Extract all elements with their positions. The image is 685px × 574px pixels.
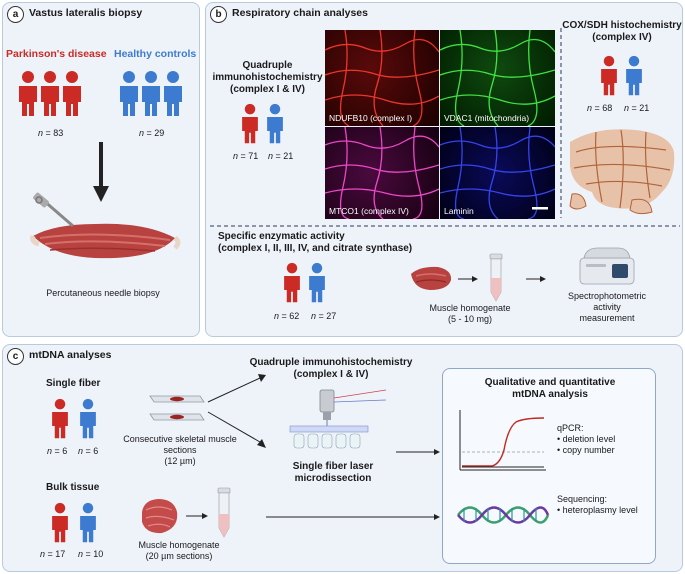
mic-label-mtco1: MTCO1 (complex IV)	[329, 206, 409, 216]
spec-1: Spectrophotometric	[567, 291, 647, 301]
seq-item-0: • heteroplasmy level	[557, 505, 638, 515]
arrows-slides-split	[207, 374, 266, 448]
quad-title-3: (complex I & IV)	[229, 84, 305, 95]
homog-b-1: Muscle homogenate	[429, 303, 511, 313]
quad-pd-person-icon	[242, 103, 258, 144]
enz-title-2: (complex I, II, III, IV, and citrate syn…	[218, 243, 413, 254]
quad-title-1: Quadruple	[242, 60, 293, 71]
mic-label-laminin: Laminin	[444, 206, 474, 216]
arrow-homog-to-tube-b	[458, 276, 478, 282]
homog-c-1: Muscle homogenate	[138, 540, 220, 550]
laser-1: Single fiber laser	[292, 461, 374, 472]
laser-microdissection-icon	[289, 389, 387, 449]
qual-2: mtDNA analysis	[512, 389, 588, 400]
cox-n2: n = 21	[624, 103, 650, 113]
cox-pd-person-icon	[601, 55, 617, 96]
micrograph-laminin: Laminin	[440, 127, 555, 219]
test-tube-c-icon	[217, 487, 231, 538]
panel-b-title: Respiratory chain analyses	[232, 7, 368, 19]
spec-2: activity	[593, 302, 621, 312]
pd-label: Parkinson's disease	[6, 48, 107, 60]
hc-people-icon	[120, 71, 182, 116]
horizontal-dashed-divider	[210, 225, 680, 227]
cox-n1: n = 68	[587, 103, 613, 113]
sf-n2: n = 6	[78, 446, 99, 456]
arrow-chunk-to-tube	[186, 513, 208, 519]
micrograph-mtco1: MTCO1 (complex IV)	[325, 127, 439, 219]
sf-pd-person-icon	[52, 398, 68, 439]
muscle-chunk-icon	[142, 499, 178, 534]
cox-title-1: COX/SDH histochemistry	[562, 20, 682, 31]
single-fiber-label: Single fiber	[46, 378, 101, 389]
qpcr-curve-icon	[459, 410, 546, 471]
spectrophotometer-icon	[579, 247, 635, 285]
panel-b-tag: b	[210, 6, 227, 23]
sections-1: Consecutive skeletal muscle	[123, 434, 237, 444]
sections-2: sections	[163, 445, 197, 455]
qpcr-item-0: • deletion level	[557, 434, 616, 444]
slides-icon	[149, 395, 205, 421]
cox-title-2: (complex IV)	[592, 32, 652, 43]
quad-title-2: immunohistochemistry	[212, 72, 323, 83]
bulk-tissue-label: Bulk tissue	[46, 482, 100, 493]
quad-n1: n = 71	[233, 151, 259, 161]
enz-pd-person-icon	[284, 262, 300, 303]
qpcr-item-1: • copy number	[557, 445, 615, 455]
sf-hc-person-icon	[80, 398, 96, 439]
panel-a-title: Vastus lateralis biopsy	[29, 7, 143, 19]
vertical-dashed-divider	[560, 28, 562, 218]
pd-people-icon	[19, 71, 81, 116]
bulk-n2: n = 10	[78, 549, 104, 559]
sf-n1: n = 6	[47, 446, 68, 456]
cox-histochemistry-image	[569, 129, 675, 215]
spec-3: measurement	[579, 313, 635, 323]
muscle-tissue-icon	[411, 266, 452, 290]
hc-label: Healthy controls	[114, 48, 197, 60]
dna-helix-icon	[457, 506, 550, 524]
enz-hc-person-icon	[309, 262, 325, 303]
bulk-n1: n = 17	[40, 549, 66, 559]
mic-label-ndufb10: NDUFB10 (complex I)	[329, 113, 413, 123]
enz-n2: n = 27	[311, 311, 337, 321]
quad-hc-person-icon	[267, 103, 283, 144]
arrow-bulk-to-analysis	[266, 514, 440, 520]
bulk-pd-person-icon	[52, 502, 68, 543]
biopsy-label: Percutaneous needle biopsy	[46, 288, 160, 298]
laser-2: microdissection	[294, 473, 372, 484]
mic-label-vdac1: VDAC1 (mitochondria)	[444, 113, 530, 123]
homog-c-2: (20 µm sections)	[145, 551, 213, 561]
qual-1: Qualitative and quantitative	[484, 377, 616, 388]
bulk-hc-person-icon	[80, 502, 96, 543]
micrograph-ndufb10: NDUFB10 (complex I)	[325, 30, 439, 126]
arrow-tube-to-spec	[526, 276, 546, 282]
homog-b-2: (5 - 10 mg)	[447, 314, 492, 324]
test-tube-icon	[489, 253, 503, 302]
quad-n2: n = 21	[268, 151, 294, 161]
scale-bar	[532, 207, 548, 210]
micrograph-vdac1: VDAC1 (mitochondria)	[440, 30, 555, 126]
muscle-biopsy-icon	[30, 192, 181, 259]
enz-n1: n = 62	[274, 311, 300, 321]
qpcr-label: qPCR:	[557, 423, 584, 433]
sections-3: (12 µm)	[164, 456, 196, 466]
down-arrow-icon	[93, 142, 109, 202]
panel-c-title: mtDNA analyses	[29, 349, 112, 361]
cox-hc-person-icon	[626, 55, 642, 96]
n-hc: n = 29	[139, 128, 165, 138]
enz-title-1: Specific enzymatic activity	[218, 231, 345, 242]
quad-c-1: Quadruple immunohistochemistry	[249, 357, 413, 368]
arrow-laser-to-analysis	[396, 449, 440, 455]
panel-a-tag: a	[7, 6, 24, 23]
quad-c-2: (complex I & IV)	[293, 369, 369, 380]
n-pd: n = 83	[38, 128, 64, 138]
panel-c-tag: c	[7, 348, 24, 365]
seq-label: Sequencing:	[557, 494, 608, 504]
